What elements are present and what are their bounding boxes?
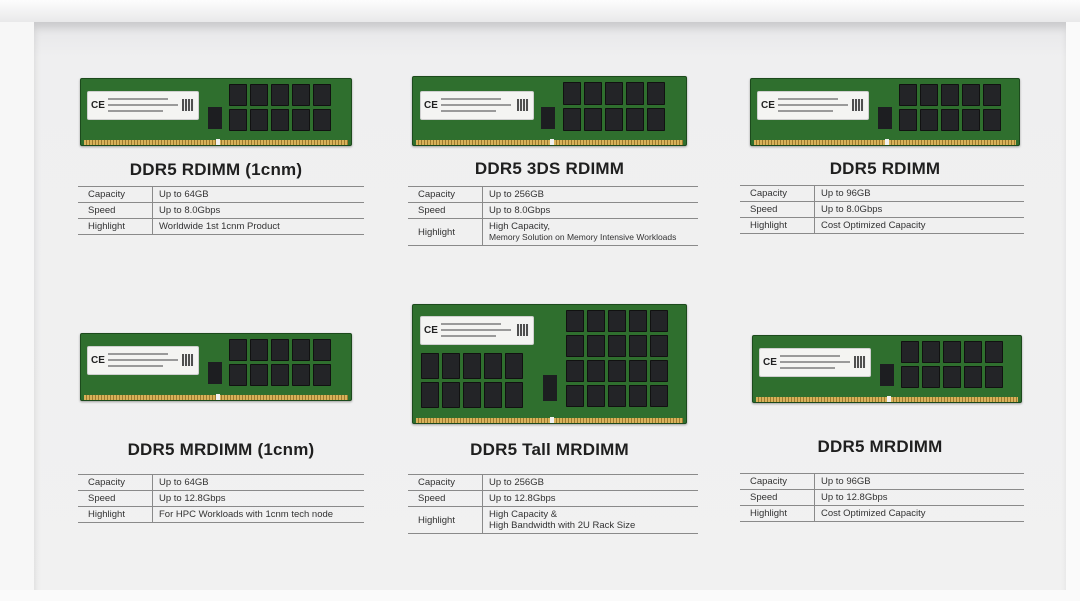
module-label-sticker: CE <box>421 92 533 119</box>
spec-value: Worldwide 1st 1cnm Product <box>152 218 364 235</box>
display-frame-top <box>0 0 1080 22</box>
ce-mark-icon: CE <box>91 355 105 366</box>
spec-value: Up to 96GB <box>814 185 1024 202</box>
spec-key: Highlight <box>408 506 483 534</box>
spec-key: Highlight <box>78 218 153 235</box>
display-frame-right <box>1066 22 1080 601</box>
spec-key: Highlight <box>740 505 815 522</box>
memory-module-image: CE <box>750 78 1020 146</box>
spec-key: Capacity <box>78 186 153 203</box>
spec-key: Capacity <box>408 474 483 491</box>
spec-value: Up to 12.8Gbps <box>152 490 364 507</box>
spec-key: Speed <box>408 202 483 219</box>
spec-value: Up to 96GB <box>814 473 1024 490</box>
qr-code-icon <box>182 99 194 111</box>
qr-code-icon <box>852 99 864 111</box>
spec-value: Cost Optimized Capacity <box>814 217 1024 234</box>
spec-value: Up to 256GB <box>482 186 698 203</box>
qr-code-icon <box>182 354 194 366</box>
module-label-sticker: CE <box>421 317 533 344</box>
product-title: DDR5 3DS RDIMM <box>474 159 625 178</box>
spec-key: Capacity <box>740 185 815 202</box>
spec-value: High Capacity &High Bandwidth with 2U Ra… <box>482 506 698 534</box>
ce-mark-icon: CE <box>424 100 438 111</box>
spec-key: Highlight <box>408 218 483 246</box>
ce-mark-icon: CE <box>91 100 105 111</box>
module-label-sticker: CE <box>758 92 868 119</box>
qr-code-icon <box>854 356 866 368</box>
spec-value: High Capacity,Memory Solution on Memory … <box>482 218 698 246</box>
spec-key: Capacity <box>740 473 815 490</box>
module-label-sticker: CE <box>760 349 870 376</box>
product-title: DDR5 Tall MRDIMM <box>470 440 629 459</box>
display-frame-bottom <box>0 590 1080 601</box>
ce-mark-icon: CE <box>761 100 775 111</box>
spec-key: Speed <box>740 489 815 506</box>
ce-mark-icon: CE <box>424 325 438 336</box>
spec-value: Up to 64GB <box>152 474 364 491</box>
memory-module-image: CE <box>80 333 352 401</box>
spec-key: Speed <box>408 490 483 507</box>
qr-code-icon <box>517 324 529 336</box>
product-title: DDR5 MRDIMM <box>817 437 943 456</box>
spec-value: Up to 64GB <box>152 186 364 203</box>
qr-code-icon <box>517 99 529 111</box>
memory-module-image: CE <box>752 335 1022 403</box>
spec-key: Highlight <box>740 217 815 234</box>
spec-key: Capacity <box>78 474 153 491</box>
spec-value: Up to 8.0Gbps <box>814 201 1024 218</box>
module-label-sticker: CE <box>88 347 198 374</box>
module-label-sticker: CE <box>88 92 198 119</box>
product-title: DDR5 RDIMM <box>829 159 941 178</box>
spec-value: For HPC Workloads with 1cnm tech node <box>152 506 364 523</box>
spec-key: Speed <box>78 490 153 507</box>
ce-mark-icon: CE <box>763 357 777 368</box>
spec-key: Speed <box>740 201 815 218</box>
spec-value: Up to 12.8Gbps <box>814 489 1024 506</box>
spec-value: Up to 8.0Gbps <box>482 202 698 219</box>
spec-key: Speed <box>78 202 153 219</box>
product-title: DDR5 MRDIMM (1cnm) <box>127 440 315 459</box>
memory-module-image: CE <box>412 76 687 146</box>
spec-value: Up to 256GB <box>482 474 698 491</box>
spec-key: Capacity <box>408 186 483 203</box>
memory-module-image: CE <box>80 78 352 146</box>
spec-value: Up to 12.8Gbps <box>482 490 698 507</box>
product-title: DDR5 RDIMM (1cnm) <box>129 160 303 179</box>
spec-key: Highlight <box>78 506 153 523</box>
memory-module-image: CE <box>412 304 687 424</box>
spec-value: Cost Optimized Capacity <box>814 505 1024 522</box>
spec-value: Up to 8.0Gbps <box>152 202 364 219</box>
